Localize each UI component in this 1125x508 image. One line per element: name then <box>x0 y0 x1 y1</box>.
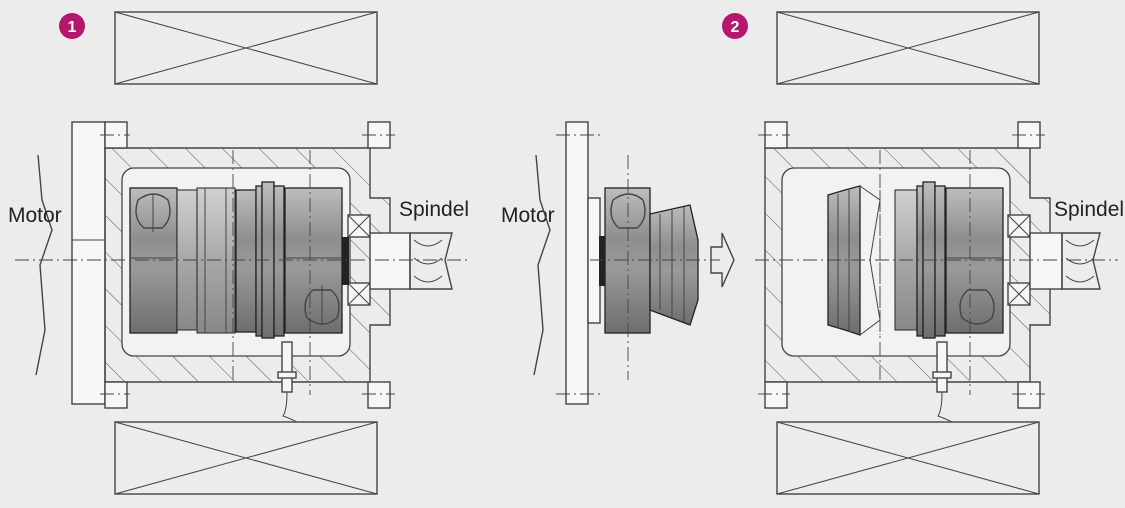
clamp-hub-motor-2 <box>604 187 651 334</box>
motor-break-line-1 <box>35 154 53 376</box>
motor-label-1: Motor <box>8 204 62 227</box>
top-crossed-box-2 <box>776 11 1040 85</box>
detached-motor: Motor <box>501 121 735 405</box>
clamp-hub-spindle-1 <box>284 187 343 334</box>
clamp-hub-spindle-2 <box>945 187 1004 334</box>
claw-ring-mount-2 <box>827 185 861 336</box>
elastic-element-1 <box>196 187 236 334</box>
motor-flange-2 <box>565 121 589 405</box>
proximity-sensor-2 <box>932 341 953 423</box>
top-crossed-box-1 <box>114 11 378 85</box>
proximity-sensor-1 <box>277 341 298 423</box>
step-badge-2: 2 <box>722 13 748 39</box>
process-arrow <box>710 232 735 288</box>
spindle-label-2: Spindel <box>1054 198 1124 221</box>
spindle-1 <box>342 214 453 306</box>
motor-flange-1 <box>71 121 106 405</box>
spindle-2 <box>1007 214 1101 306</box>
motor-break-line-2 <box>533 154 551 376</box>
spindle-label-1: Spindel <box>399 198 469 221</box>
panel-1: 1 <box>8 11 470 495</box>
claw-ring-2 <box>649 204 699 326</box>
step-badge-2-text: 2 <box>731 19 740 36</box>
coupling-assembly-1 <box>129 181 343 339</box>
bottom-crossed-box-1 <box>114 421 378 495</box>
step-badge-1: 1 <box>59 13 85 39</box>
bottom-crossed-box-2 <box>776 421 1040 495</box>
panel-2: 2 <box>722 11 1124 495</box>
step-badge-1-text: 1 <box>68 19 77 36</box>
motor-label-2: Motor <box>501 204 555 227</box>
